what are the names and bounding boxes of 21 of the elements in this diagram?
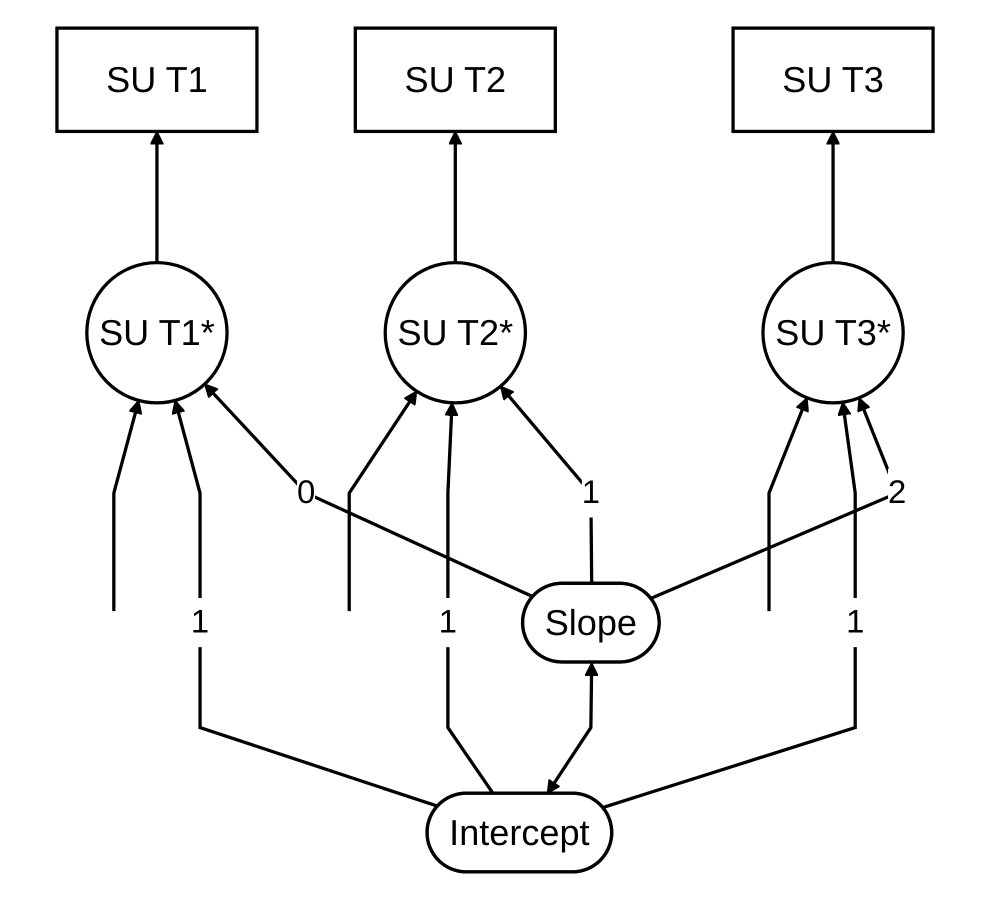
node-box: SU T3	[731, 26, 935, 134]
edge-label: 0	[297, 475, 316, 512]
arrow	[172, 400, 439, 808]
arrow	[112, 400, 142, 612]
edge-label: 1	[582, 475, 600, 512]
arrow	[348, 390, 418, 612]
arrow	[448, 130, 463, 263]
edge-label: 1	[190, 604, 210, 641]
edge-label: 1	[438, 604, 458, 641]
edge-label: 2	[888, 475, 906, 512]
edge-label: 1	[846, 604, 864, 641]
node-circle: SU T2*	[384, 260, 528, 404]
arrow	[826, 130, 840, 263]
node-box: SU T2	[354, 26, 557, 134]
arrow	[204, 383, 534, 598]
arrow	[150, 130, 164, 263]
arrow	[602, 402, 857, 810]
node-circle: SU T3*	[761, 260, 905, 404]
node-box: SU T1	[55, 26, 259, 134]
arrow	[767, 397, 809, 612]
node-circle: SU T1*	[85, 260, 229, 404]
